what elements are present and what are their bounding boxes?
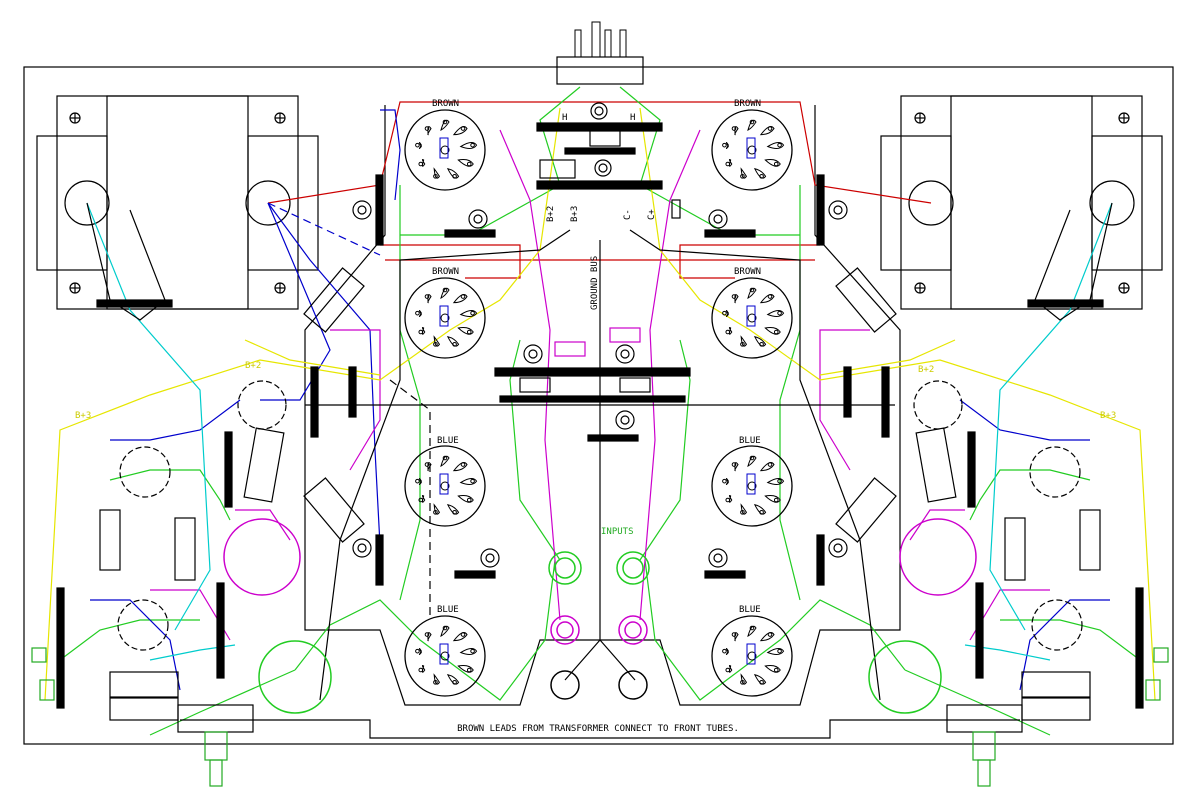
chassis-outline	[23, 66, 1174, 745]
transformer-right	[880, 95, 1163, 310]
b3-right-label: B+3	[1100, 411, 1116, 421]
ground-bus-label: GROUND BUS	[590, 256, 600, 310]
transformer-left	[36, 95, 319, 310]
tube-socket-blue-mid-right	[711, 445, 793, 527]
tube-socket-blue-mid-left	[404, 445, 486, 527]
central-boards	[352, 174, 848, 586]
tube-socket-brown-mid-left	[404, 277, 486, 359]
wires-black	[86, 202, 1113, 739]
h-label-right: H	[630, 113, 635, 123]
tube-label-brown-mid-right: BROWN	[734, 267, 761, 277]
tube-label-brown-top-right: BROWN	[734, 99, 761, 109]
tube-sockets	[404, 109, 793, 697]
b2-right-label: B+2	[918, 365, 934, 375]
h-label-left: H	[562, 113, 567, 123]
inputs-label: INPUTS	[601, 527, 634, 537]
tube-label-blue-mid-right: BLUE	[739, 436, 761, 446]
b3-center-label: B+3	[570, 206, 580, 222]
b3-left-label: B+3	[75, 411, 91, 421]
transformer-note: BROWN LEADS FROM TRANSFORMER CONNECT TO …	[457, 724, 739, 734]
preamp-sockets	[31, 299, 1169, 787]
tube-socket-blue-bottom-left	[404, 615, 486, 697]
c-minus-label: C-	[623, 209, 633, 220]
tube-socket-brown-top-left	[404, 109, 486, 191]
b2-center-label: B+2	[546, 206, 556, 222]
power-connector	[556, 21, 644, 85]
b2-left-label: B+2	[245, 361, 261, 371]
input-jacks	[548, 551, 650, 700]
tube-socket-brown-top-right	[711, 109, 793, 191]
diagonal-capacitors	[303, 267, 897, 543]
tube-socket-brown-mid-right	[711, 277, 793, 359]
tube-socket-blue-bottom-right	[711, 615, 793, 697]
tube-label-brown-mid-left: BROWN	[432, 267, 459, 277]
power-supply-board	[536, 102, 681, 219]
tube-label-blue-mid-left: BLUE	[437, 436, 459, 446]
large-capacitors	[223, 518, 977, 714]
tube-label-blue-bottom-left: BLUE	[437, 605, 459, 615]
tube-label-brown-top-left: BROWN	[432, 99, 459, 109]
c-plus-label: C+	[647, 209, 657, 220]
tube-label-blue-bottom-right: BLUE	[739, 605, 761, 615]
